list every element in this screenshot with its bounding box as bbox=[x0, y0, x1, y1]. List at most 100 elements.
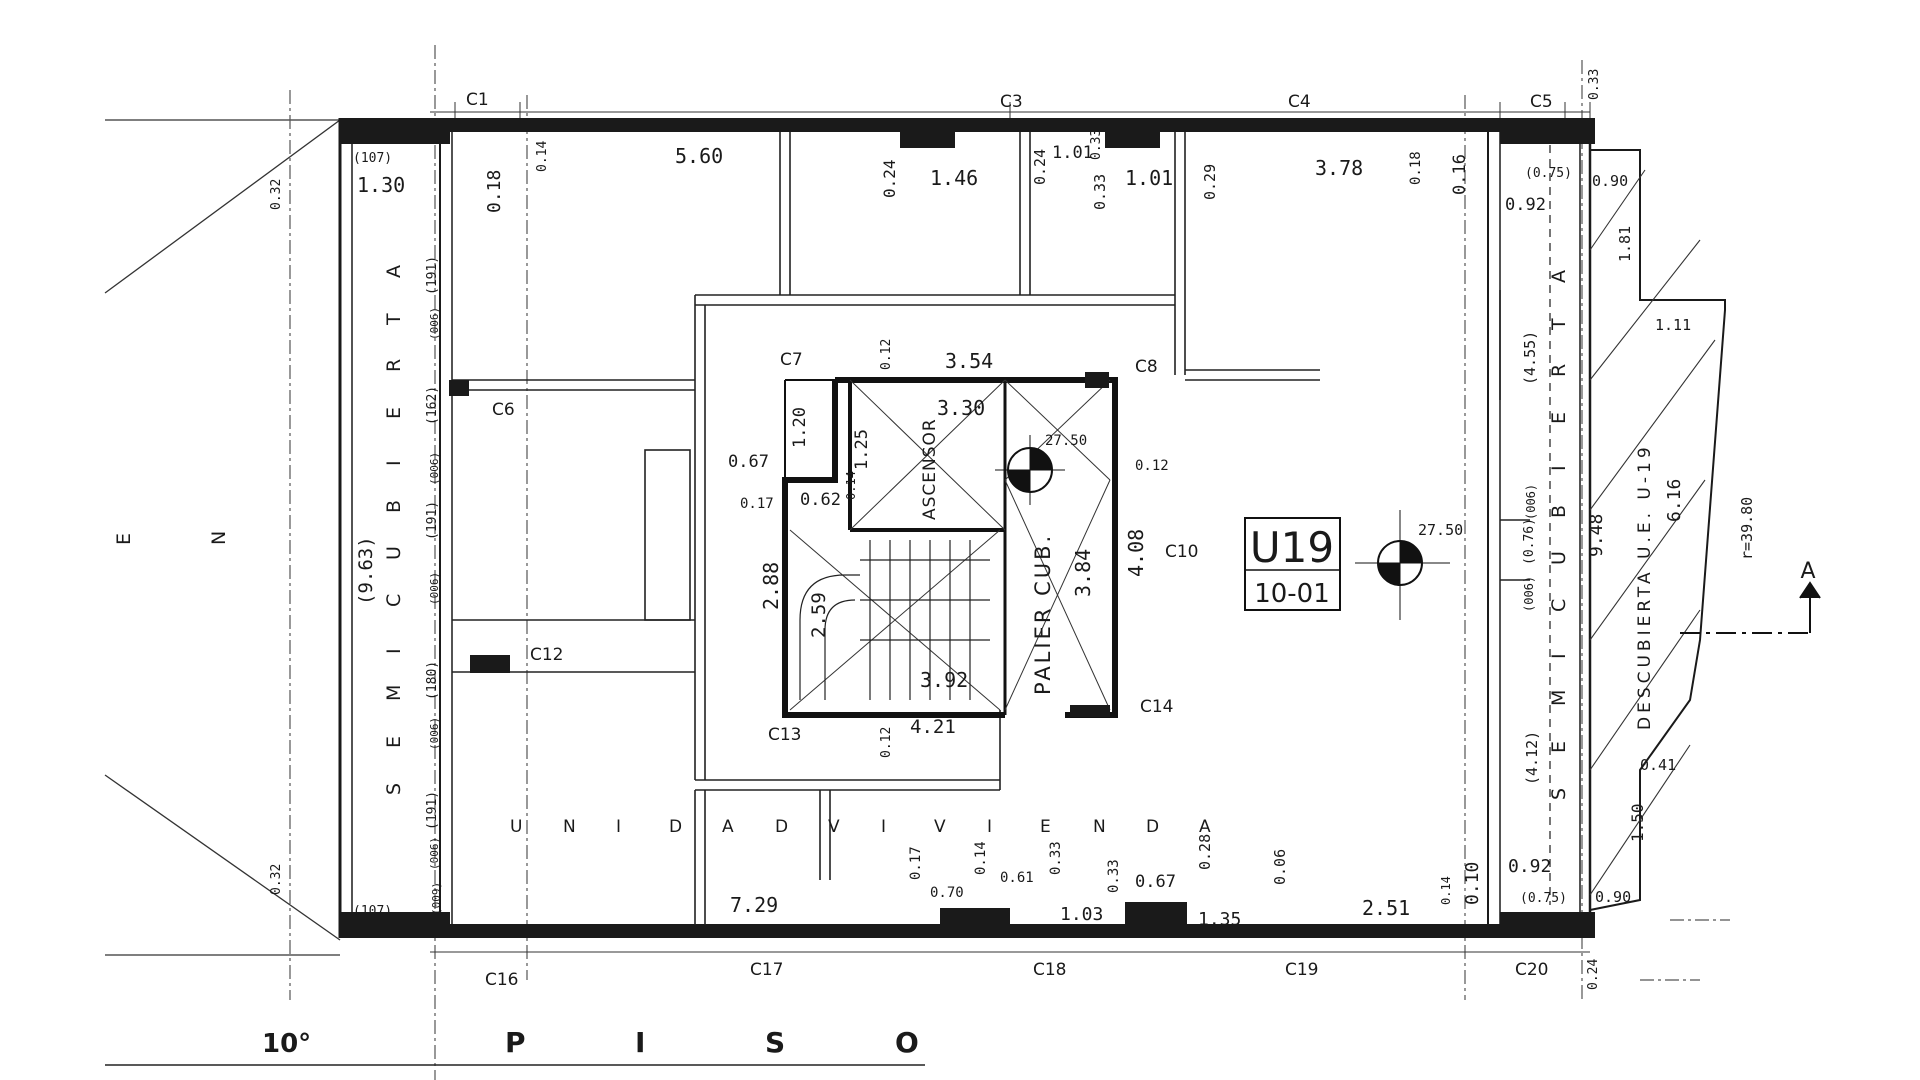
dim-left-006d: (006) bbox=[428, 717, 441, 750]
descubierta-label: DESCUBIERTA U.E. U-19 bbox=[1635, 443, 1655, 730]
dim-bot-0-28: 0.28 bbox=[1196, 834, 1214, 870]
right-band-letter: E bbox=[1548, 741, 1570, 753]
unidad-vivienda-letter: U bbox=[510, 817, 522, 837]
dim-right-radius: r=39.80 bbox=[1738, 497, 1756, 560]
column-c3: C3 bbox=[1000, 92, 1023, 112]
dim-core-3-54: 3.54 bbox=[945, 349, 993, 373]
unit-code-box: U19 10-01 bbox=[1245, 518, 1340, 610]
dim-left-009: (009) bbox=[430, 882, 443, 915]
left-band-letter: S bbox=[383, 783, 405, 795]
left-band-letter: R bbox=[383, 359, 405, 372]
column-c12: C12 bbox=[530, 645, 564, 665]
dim-core-1-20: 1.20 bbox=[790, 407, 810, 448]
dim-bot-1-35: 1.35 bbox=[1198, 909, 1241, 930]
right-band-letter: C bbox=[1548, 599, 1570, 612]
dim-right-1-11: 1.11 bbox=[1655, 316, 1691, 334]
dim-top-1-30: 1.30 bbox=[357, 173, 405, 197]
dim-bot-0-67: 0.67 bbox=[1135, 872, 1176, 892]
dim-right-006b: (006) bbox=[1522, 576, 1536, 612]
dim-bot-2-51: 2.51 bbox=[1362, 896, 1410, 920]
dim-bot-0-14: 0.14 bbox=[973, 841, 989, 875]
dim-bot-0-33a: 0.33 bbox=[1048, 841, 1064, 875]
column-c10: C10 bbox=[1165, 542, 1199, 562]
dim-bot-0-70: 0.70 bbox=[930, 885, 964, 901]
dim-core-2-59: 2.59 bbox=[808, 592, 830, 638]
unit-subcode: 10-01 bbox=[1254, 579, 1330, 609]
dim-top-0-18b: 0.18 bbox=[1408, 151, 1424, 185]
dim-top-0-24: 0.24 bbox=[880, 159, 899, 198]
level-stair-text: 27.50 bbox=[1045, 433, 1087, 449]
top-slab bbox=[340, 118, 1595, 132]
floor-word-letter: S bbox=[765, 1026, 785, 1059]
left-band-letter: A bbox=[383, 265, 405, 278]
dim-top-0-90: 0.90 bbox=[1592, 172, 1628, 190]
column-c14: C14 bbox=[1140, 697, 1174, 717]
unidad-vivienda-letter: D bbox=[775, 817, 788, 837]
dim-core-3-92: 3.92 bbox=[920, 668, 968, 692]
right-band-letter: T bbox=[1548, 318, 1570, 331]
unidad-vivienda-letter: D bbox=[669, 817, 682, 837]
dim-right-1-50: 1.50 bbox=[1628, 803, 1647, 842]
column-c5: C5 bbox=[1530, 92, 1553, 112]
palier-label: PALIER CUB. bbox=[1031, 533, 1055, 695]
dim-core-4-08: 4.08 bbox=[1124, 529, 1148, 577]
dim-top-107: (107) bbox=[353, 151, 392, 166]
edge-letter: E bbox=[113, 533, 135, 545]
dim-bot-0-24: 0.24 bbox=[1586, 959, 1601, 990]
dim-bot-0-90: 0.90 bbox=[1595, 888, 1631, 906]
dim-left-006b: (006) bbox=[428, 452, 441, 485]
left-band-letter: E bbox=[383, 407, 405, 419]
right-band-letter: I bbox=[1548, 465, 1570, 471]
dim-left-006e: (006) bbox=[428, 837, 441, 870]
right-band-letter: S bbox=[1548, 788, 1570, 800]
ascensor-label: ASCENSOR bbox=[920, 418, 940, 520]
dim-top-075: (0.75) bbox=[1525, 166, 1572, 181]
level-main-text: 27.50 bbox=[1418, 521, 1463, 539]
unidad-vivienda-letter: E bbox=[1040, 817, 1051, 837]
dim-core-2-88: 2.88 bbox=[759, 562, 783, 610]
unidad-vivienda-letter: I bbox=[616, 817, 621, 837]
unidad-vivienda-letter: I bbox=[881, 817, 886, 837]
dim-top-1-81: 1.81 bbox=[1616, 226, 1634, 262]
left-band-letter: I bbox=[383, 648, 405, 654]
dim-bot-0-10: 0.10 bbox=[1462, 862, 1483, 905]
dim-core-0-12c: 0.12 bbox=[879, 727, 894, 758]
dim-left-191b: (191) bbox=[425, 501, 440, 540]
right-band-letter: R bbox=[1548, 364, 1570, 377]
dim-top-0-18: 0.18 bbox=[484, 170, 505, 213]
unidad-vivienda-letter: A bbox=[1199, 817, 1211, 837]
dim-right-076: (0.76) bbox=[1522, 518, 1537, 565]
section-label: A bbox=[1800, 559, 1815, 584]
dim-bot-0-92: 0.92 bbox=[1508, 856, 1551, 877]
column-c20: C20 bbox=[1515, 960, 1549, 980]
dim-bot-0-33b: 0.33 bbox=[1106, 859, 1122, 893]
left-band-letter: I bbox=[383, 460, 405, 466]
left-band-letter: U bbox=[383, 546, 405, 560]
dim-left-180: (180) bbox=[425, 661, 440, 700]
column-c16: C16 bbox=[485, 970, 519, 990]
dim-right-006a: (006) bbox=[1524, 484, 1538, 520]
column-c17: C17 bbox=[750, 960, 784, 980]
unidad-vivienda-letter: N bbox=[563, 817, 576, 837]
unidad-vivienda-letter: V bbox=[934, 817, 946, 837]
dim-left-9-63: (9.63) bbox=[355, 536, 377, 605]
unidad-vivienda-letter: A bbox=[722, 817, 734, 837]
dim-core-0-17: 0.17 bbox=[740, 496, 774, 512]
dim-right-4-12: (4.12) bbox=[1523, 731, 1541, 785]
column-c18: C18 bbox=[1033, 960, 1067, 980]
dim-left-162: (162) bbox=[425, 386, 440, 425]
right-band-letter: E bbox=[1548, 412, 1570, 424]
right-band-letter: I bbox=[1548, 653, 1570, 659]
dim-core-0-12b: 0.12 bbox=[1135, 458, 1169, 474]
dim-left-107b: (107) bbox=[353, 904, 392, 919]
dim-top-0-24b: 0.24 bbox=[1031, 149, 1049, 185]
dim-core-3-30: 3.30 bbox=[937, 396, 985, 420]
dim-bot-0-61: 0.61 bbox=[1000, 870, 1034, 886]
dim-top-0-33c: 0.33 bbox=[1587, 69, 1602, 100]
dim-top-1-01b: 1.01 bbox=[1125, 166, 1173, 190]
dim-core-0-12a: 0.12 bbox=[879, 339, 894, 370]
dim-core-0-67: 0.67 bbox=[728, 452, 769, 472]
left-band-letter: M bbox=[383, 685, 405, 701]
dim-left-191a: (191) bbox=[425, 256, 440, 295]
